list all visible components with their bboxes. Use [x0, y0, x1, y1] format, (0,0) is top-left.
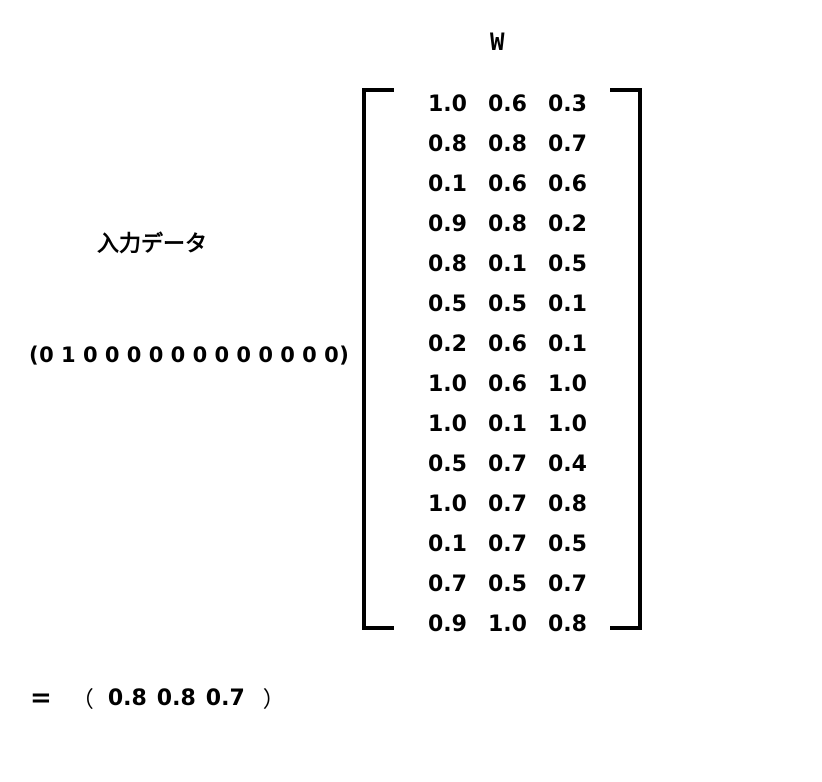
- matrix-row: 0.2 0.6 0.1: [420, 324, 600, 364]
- matrix-row: 0.5 0.7 0.4: [420, 444, 600, 484]
- matrix-cell: 0.2: [548, 211, 587, 237]
- matrix-cell: 0.1: [488, 251, 527, 277]
- matrix-cell: 0.9: [428, 211, 467, 237]
- matrix-row: 1.0 0.6 0.3: [420, 84, 600, 124]
- matrix-cell: 0.7: [488, 531, 527, 557]
- matrix-cell: 0.6: [488, 331, 527, 357]
- matrix-cell: 0.7: [548, 571, 587, 597]
- input-data-label: 入力データ: [97, 232, 208, 257]
- matrix-cell: 0.5: [488, 291, 527, 317]
- matrix-row: 1.0 0.7 0.8: [420, 484, 600, 524]
- matrix-cell: 0.7: [548, 131, 587, 157]
- matrix-cell: 0.5: [488, 571, 527, 597]
- matrix-cell: 0.4: [548, 451, 587, 477]
- matrix-cell: 0.3: [548, 91, 587, 117]
- matrix-cell: 1.0: [548, 371, 587, 397]
- matrix-cell: 0.8: [548, 611, 587, 637]
- matrix-cell: 0.6: [488, 371, 527, 397]
- matrix-cell: 0.6: [488, 171, 527, 197]
- matrix-cell: 0.8: [488, 131, 527, 157]
- matrix-cell: 0.6: [488, 91, 527, 117]
- matrix-cell: 0.9: [428, 611, 467, 637]
- result-open-paren: （: [71, 688, 94, 713]
- matrix-cell: 0.8: [488, 211, 527, 237]
- matrix-cell: 1.0: [428, 491, 467, 517]
- input-vector-open-paren: (: [29, 343, 40, 367]
- matrix-cell: 0.5: [548, 251, 587, 277]
- matrix-cell: 0.8: [428, 131, 467, 157]
- matrix-cell: 1.0: [428, 91, 467, 117]
- matrix-cell: 0.7: [488, 451, 527, 477]
- matrix-row: 0.9 0.8 0.2: [420, 204, 600, 244]
- matrix-cell: 0.8: [548, 491, 587, 517]
- matrix-cell: 0.5: [428, 451, 467, 477]
- matrix-cell: 0.1: [548, 331, 587, 357]
- matrix-cell: 0.1: [428, 171, 467, 197]
- matrix-row: 0.1 0.7 0.5: [420, 524, 600, 564]
- matrix-row: 0.8 0.8 0.7: [420, 124, 600, 164]
- matrix-cell: 0.8: [428, 251, 467, 277]
- matrix-cell: 1.0: [548, 411, 587, 437]
- matrix-cell: 0.5: [428, 291, 467, 317]
- matrix-cell: 1.0: [488, 611, 527, 637]
- result-value: 0.8: [156, 685, 196, 711]
- matrix-left-bracket: [362, 88, 394, 630]
- result-value: 0.8: [107, 685, 147, 711]
- matrix-cell: 0.1: [488, 411, 527, 437]
- matrix-cell: 1.0: [428, 371, 467, 397]
- matrix-cell: 0.1: [428, 531, 467, 557]
- matrix-cell: 0.2: [428, 331, 467, 357]
- matrix-cell: 0.1: [548, 291, 587, 317]
- matrix-row: 1.0 0.1 1.0: [420, 404, 600, 444]
- matrix-cell: 1.0: [428, 411, 467, 437]
- matrix-right-bracket: [610, 88, 642, 630]
- result-value: 0.7: [205, 685, 245, 711]
- weight-matrix-title: W: [490, 28, 505, 56]
- matrix-row: 0.1 0.6 0.6: [420, 164, 600, 204]
- matrix-row: 0.5 0.5 0.1: [420, 284, 600, 324]
- matrix-cell: 0.7: [428, 571, 467, 597]
- result-vector: = （ 0.8 0.8 0.7 ）: [30, 682, 285, 714]
- matrix-row: 0.8 0.1 0.5: [420, 244, 600, 284]
- equals-sign: =: [30, 683, 52, 713]
- matrix-row: 0.9 1.0 0.8: [420, 604, 600, 644]
- input-vector-values: 0 1 0 0 0 0 0 0 0 0 0 0 0 0: [39, 343, 340, 367]
- input-vector: (0 1 0 0 0 0 0 0 0 0 0 0 0 0): [29, 343, 349, 367]
- input-vector-close-paren: ): [339, 343, 350, 367]
- matrix-row: 0.7 0.5 0.7: [420, 564, 600, 604]
- matrix-row: 1.0 0.6 1.0: [420, 364, 600, 404]
- matrix-cell: 0.6: [548, 171, 587, 197]
- result-close-paren: ）: [262, 688, 285, 713]
- matrix-cell: 0.5: [548, 531, 587, 557]
- matrix-cell: 0.7: [488, 491, 527, 517]
